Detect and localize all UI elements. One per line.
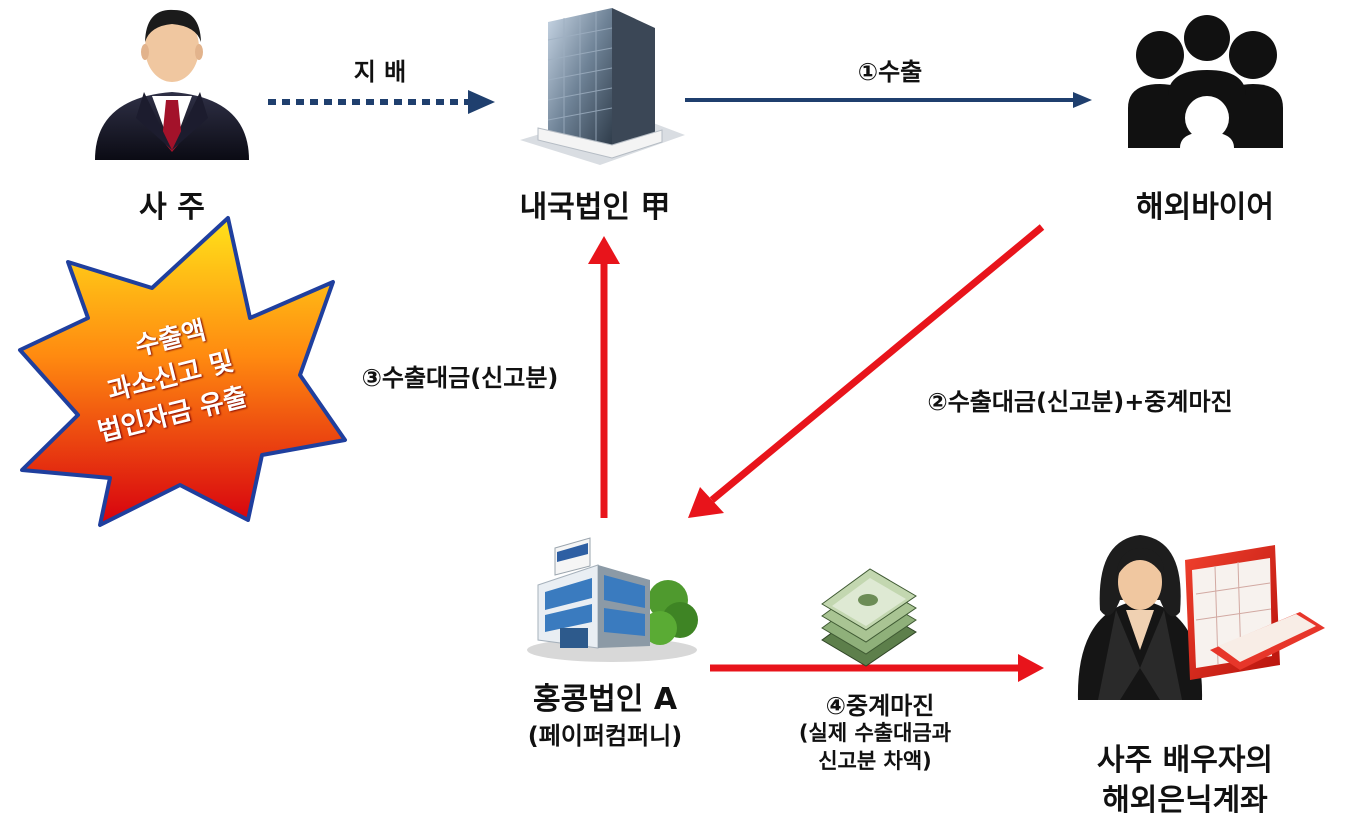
hk-corp-label: 홍콩법인 A [532, 682, 678, 717]
margin-to-spouse-label: ④중계마진 [825, 692, 935, 720]
margin-to-spouse-arrow [710, 654, 1044, 682]
open-folder-icon [1185, 545, 1325, 680]
group-of-people-icon [1128, 15, 1283, 148]
control-arrow [268, 90, 495, 114]
businessman-icon [95, 9, 249, 160]
office-building-icon [527, 537, 698, 662]
spouse-account-label-line1: 사주 배우자의 [1096, 743, 1274, 778]
spouse-account-label-line2: 해외은닉계좌 [1102, 783, 1268, 818]
control-edge-label: 지 배 [353, 58, 407, 86]
margin-to-spouse-sublabel-line1: (실제 수출대금과 [798, 721, 952, 745]
payment-to-domestic-arrow [588, 236, 620, 518]
export-edge-label: ①수출 [857, 58, 923, 86]
cash-stack-icon [821, 568, 917, 667]
export-arrow [685, 92, 1092, 108]
margin-to-spouse-sublabel-line2: 신고분 차액) [818, 749, 932, 773]
domestic-corp-label: 내국법인 甲 [519, 190, 671, 225]
overseas-buyer-label: 해외바이어 [1136, 190, 1274, 225]
burst-shape [18, 216, 347, 527]
businesswoman-icon [1077, 535, 1203, 700]
payment-to-domestic-label: ③수출대금(신고분) [361, 364, 559, 392]
hk-corp-sublabel: (페이퍼컴퍼니) [527, 722, 683, 750]
office-tower-icon [520, 8, 685, 165]
payment-to-hk-arrow [688, 224, 1045, 518]
payment-to-hk-label: ②수출대금(신고분)+중계마진 [927, 388, 1233, 416]
owner-label: 사 주 [139, 190, 205, 225]
